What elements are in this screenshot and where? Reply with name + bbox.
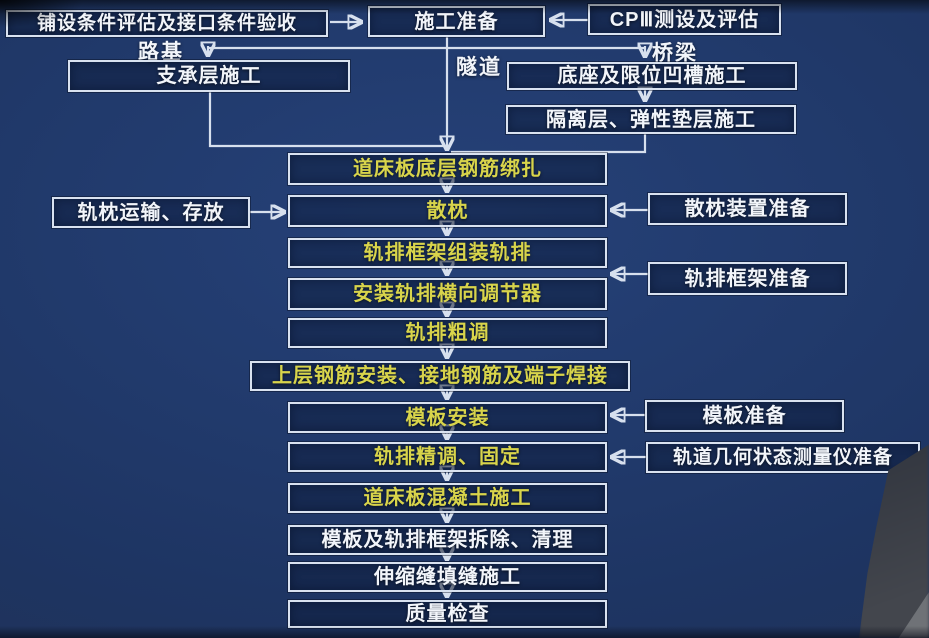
line-support-to-main <box>208 92 444 148</box>
line-isolation-to-main <box>451 134 647 154</box>
box-step-bottom-rebar: 道床板底层钢筋绑扎 <box>288 153 607 185</box>
box-step-remove-formwork: 模板及轨排框架拆除、清理 <box>288 525 607 555</box>
box-isolation-layer: 隔离层、弹性垫层施工 <box>506 105 796 134</box>
box-step-assemble-panel: 轨排框架组装轨排 <box>288 238 607 268</box>
box-step-sleeper-laying: 散枕 <box>288 195 607 227</box>
box-step-install-adjuster: 安装轨排横向调节器 <box>288 278 607 310</box>
box-support-layer: 支承层施工 <box>68 60 350 92</box>
box-step-formwork-install: 模板安装 <box>288 402 607 433</box>
box-track-geometry-instrument-prep: 轨道几何状态测量仪准备 <box>646 442 920 473</box>
label-tunnel: 隧道 <box>456 56 502 79</box>
label-bridge: 桥梁 <box>652 42 698 65</box>
box-base-groove: 底座及限位凹槽施工 <box>507 62 797 90</box>
box-step-concrete-pour: 道床板混凝土施工 <box>288 483 607 513</box>
box-step-expansion-joint: 伸缩缝填缝施工 <box>288 562 607 592</box>
top-vignette <box>0 0 929 14</box>
box-sleeper-transport-storage: 轨枕运输、存放 <box>52 197 250 228</box>
bottom-vignette <box>0 626 929 638</box>
box-formwork-prep: 模板准备 <box>645 400 844 432</box>
top-left-vignette <box>0 0 120 40</box>
box-panel-frame-prep: 轨排框架准备 <box>648 262 847 295</box>
box-step-fine-adjust-fix: 轨排精调、固定 <box>288 442 607 472</box>
box-sleeper-device-prep: 散枕装置准备 <box>648 193 847 225</box>
box-step-coarse-adjust: 轨排粗调 <box>288 318 607 348</box>
box-step-upper-rebar-welding: 上层钢筋安装、接地钢筋及端子焊接 <box>250 361 630 391</box>
box-step-quality-check: 质量检查 <box>288 600 607 628</box>
label-roadbed: 路基 <box>138 41 184 64</box>
